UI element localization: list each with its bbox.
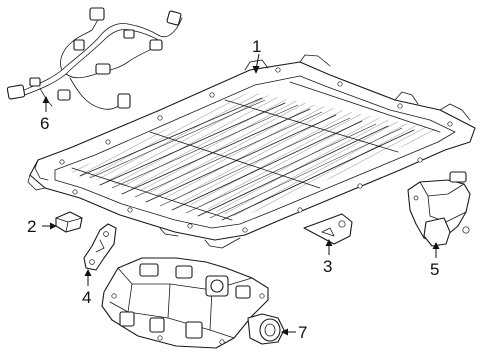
callout-6-label: 6 (40, 114, 49, 133)
callout-7-label: 7 (298, 323, 307, 342)
harness-connector (6, 84, 26, 100)
callout-4: 4 (82, 269, 92, 307)
tray-ribs (79, 97, 415, 221)
triangular-bracket (303, 213, 353, 245)
harness-connector (29, 77, 41, 87)
tray-cross-rails (71, 81, 441, 221)
callout-4-label: 4 (82, 288, 91, 307)
harness-connector (73, 39, 85, 51)
callout-5-label: 5 (430, 260, 439, 279)
callout-5: 5 (430, 242, 440, 279)
callout-1-label: 1 (252, 37, 261, 56)
sensor-assembly (407, 171, 471, 247)
mounting-bracket (83, 223, 117, 271)
control-module (101, 257, 285, 349)
harness-connector (95, 63, 111, 75)
callout-6: 6 (40, 96, 50, 133)
small-block (55, 211, 83, 233)
tray-mount-holes (59, 67, 453, 233)
harness-connector (166, 10, 182, 26)
callout-2-label: 2 (27, 217, 36, 236)
harness-connector (89, 7, 105, 21)
callout-7: 7 (281, 323, 307, 342)
wiring-harness (6, 7, 183, 110)
harness-connector (149, 39, 163, 51)
harness-connector (57, 89, 71, 101)
module-ports (119, 263, 251, 339)
harness-connector (123, 29, 135, 39)
callout-2: 2 (27, 217, 57, 236)
callout-1: 1 (252, 37, 261, 74)
connector-cylinder (247, 313, 285, 345)
battery-tray (27, 54, 476, 249)
callout-3: 3 (323, 239, 333, 276)
harness-connector (117, 93, 131, 109)
callout-3-label: 3 (323, 257, 332, 276)
